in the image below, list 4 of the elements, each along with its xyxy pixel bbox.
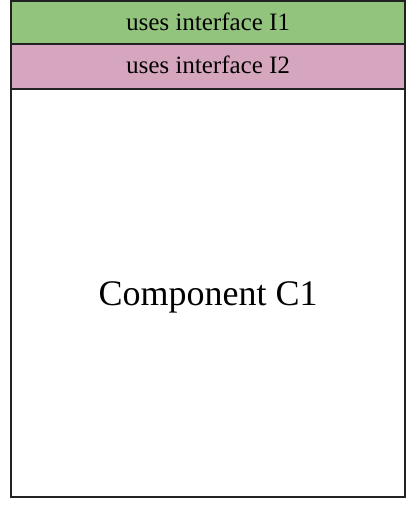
interface-band: uses interface I2 <box>10 45 406 90</box>
component-label: Component C1 <box>98 272 318 315</box>
component-box <box>10 90 406 498</box>
interface-band: uses interface I1 <box>10 0 406 45</box>
